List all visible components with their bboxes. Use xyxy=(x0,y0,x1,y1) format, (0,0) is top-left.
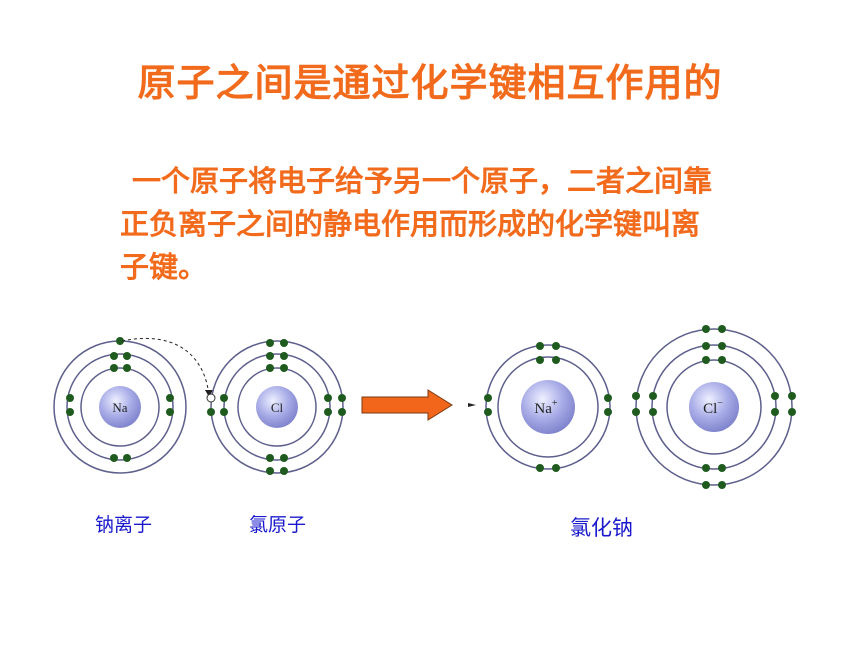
caption-chlorine: 氯原子 xyxy=(249,514,307,536)
chloride-ion: Cl− xyxy=(632,325,796,489)
chlorine-atom: Cl xyxy=(206,339,346,475)
sodium-ion-electrons xyxy=(484,342,612,472)
vacancy-electron xyxy=(206,393,216,403)
slide-body: 一个原子将电子给予另一个原子，二者之间靠 正负离子之间的静电作用而形成的化学键叫… xyxy=(120,160,820,289)
chloride-ion-electrons xyxy=(632,325,796,489)
sodium-ion-symbol: Na+ xyxy=(534,398,558,417)
electron-transfer-arc xyxy=(121,337,210,397)
body-line-1: 一个原子将电子给予另一个原子，二者之间靠 xyxy=(132,164,713,198)
reaction-arrow xyxy=(361,389,453,421)
chloride-ion-nucleus xyxy=(689,382,739,432)
chlorine-nucleus xyxy=(256,386,298,428)
caption-product: 氯化钠 xyxy=(570,516,633,540)
sodium-ion: Na+ xyxy=(484,342,612,472)
sodium-ion-nucleus xyxy=(521,380,575,434)
transfer-arrowhead xyxy=(205,390,213,397)
sodium-electrons xyxy=(66,337,174,462)
sodium-nucleus xyxy=(99,386,141,428)
chlorine-symbol: Cl xyxy=(271,400,284,415)
sodium-symbol: Na xyxy=(112,400,127,415)
body-line-2: 正负离子之间的静电作用而形成的化学键叫离 xyxy=(120,207,701,241)
ionic-bond-diagram: Na Cl xyxy=(53,325,796,489)
small-arrow-marker xyxy=(468,403,476,407)
sodium-atom: Na xyxy=(53,337,187,474)
chloride-ion-symbol: Cl− xyxy=(703,398,723,417)
caption-sodium: 钠离子 xyxy=(95,514,153,536)
slide-title: 原子之间是通过化学键相互作用的 xyxy=(137,61,723,105)
chlorine-electrons xyxy=(207,339,346,475)
body-line-3: 子键。 xyxy=(120,250,208,284)
